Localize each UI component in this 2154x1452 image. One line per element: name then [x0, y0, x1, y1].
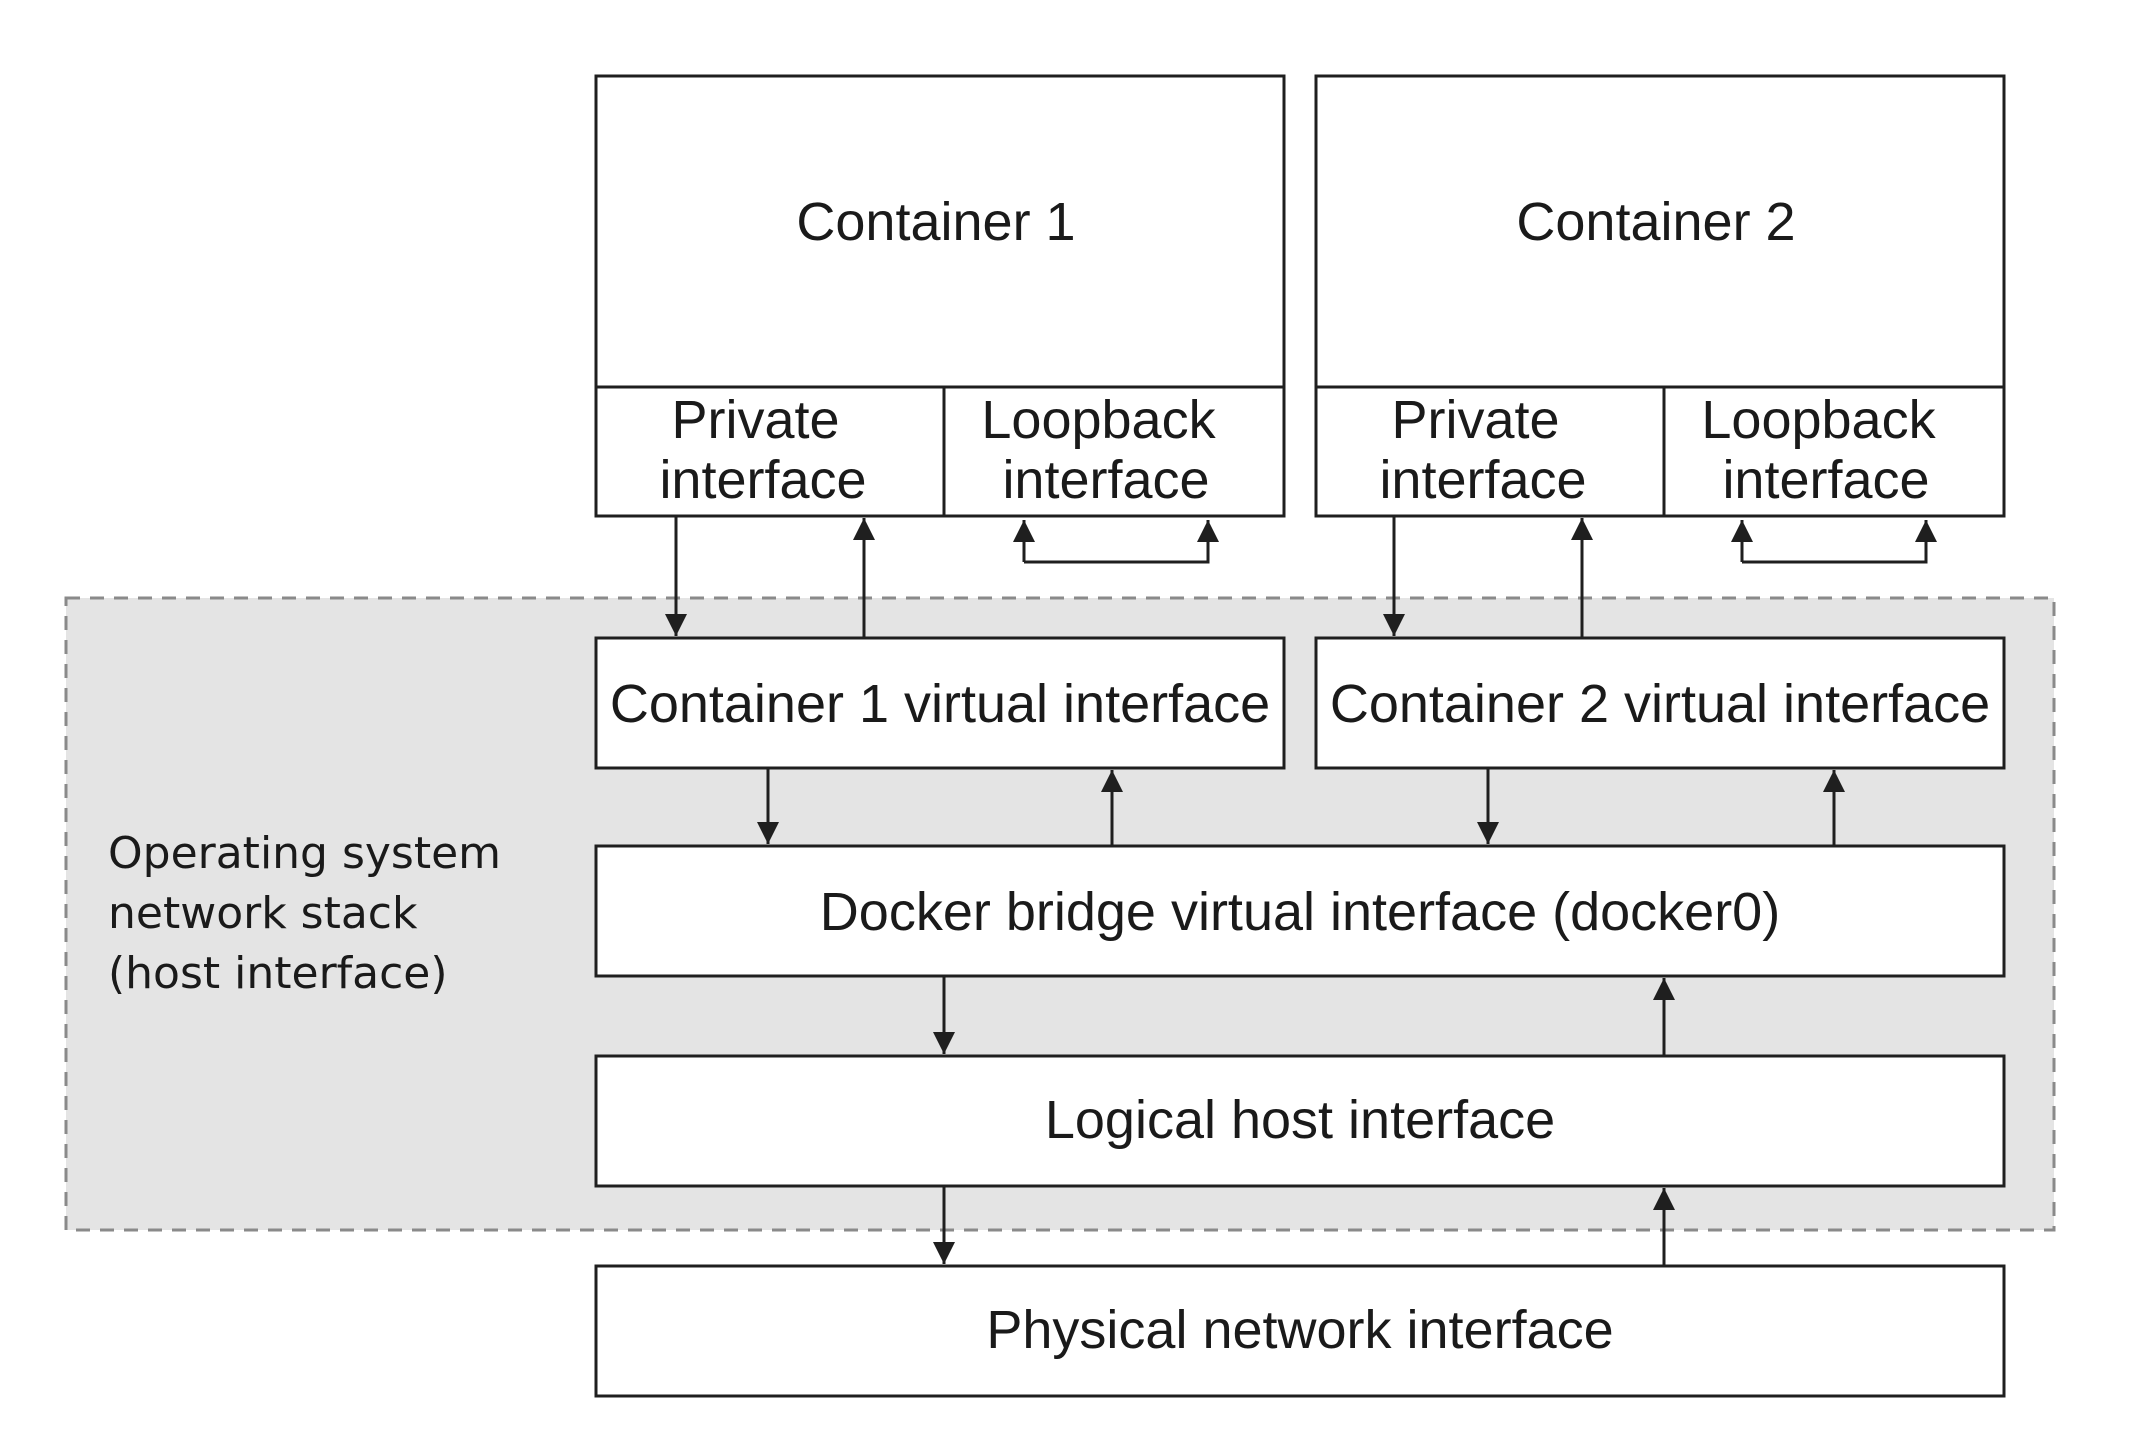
arrow-c1-loopback [1024, 520, 1219, 564]
container-2-virtual-interface-box: Container 2 virtual interface [1314, 636, 2006, 770]
container-1-virtual-interface-box: Container 1 virtual interface [594, 636, 1286, 770]
docker-bridge-label: Docker bridge virtual interface (docker0… [820, 882, 1780, 942]
container-2: Container 2 Private interface Loopback i… [1314, 74, 2006, 518]
container-1-private-interface: Private interface [659, 390, 866, 510]
container-2-private-interface: Private interface [1379, 390, 1586, 510]
logical-host-interface-box: Logical host interface [594, 1054, 2006, 1188]
container-1-title: Container 1 [796, 192, 1075, 252]
host-region-label: Operating system network stack (host int… [108, 828, 515, 999]
container-1: Container 1 Private interface Loopback i… [594, 74, 1286, 518]
logical-host-interface-label: Logical host interface [1045, 1090, 1555, 1150]
docker-bridge-box: Docker bridge virtual interface (docker0… [594, 844, 2006, 978]
container-1-virtual-interface-label: Container 1 virtual interface [610, 674, 1270, 734]
container-1-loopback-interface: Loopback interface [981, 390, 1230, 510]
arrow-c2-loopback [1742, 520, 1937, 564]
container-2-virtual-interface-label: Container 2 virtual interface [1330, 674, 1990, 734]
container-2-loopback-interface: Loopback interface [1701, 390, 1950, 510]
physical-network-interface-label: Physical network interface [986, 1300, 1613, 1360]
physical-network-interface-box: Physical network interface [594, 1264, 2006, 1398]
container-2-title: Container 2 [1516, 192, 1795, 252]
